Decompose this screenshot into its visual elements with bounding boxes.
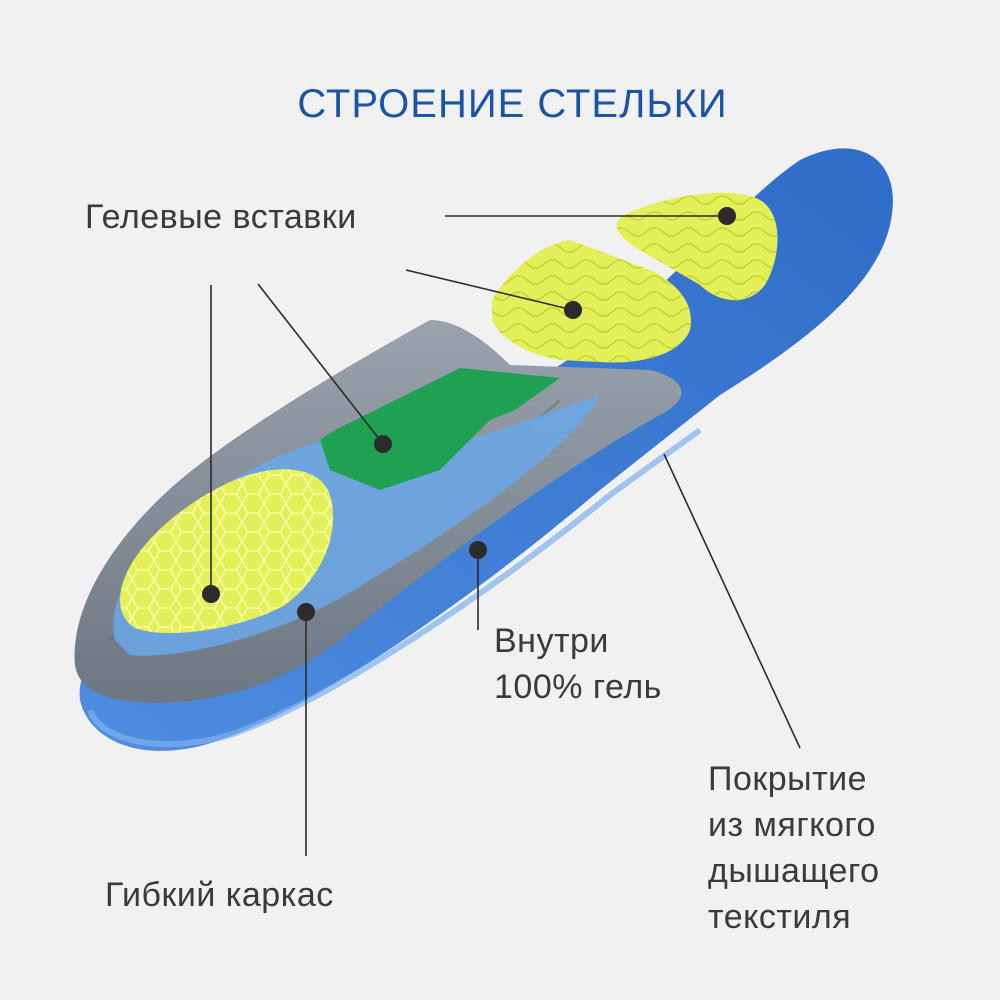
leader-line-metatarsal [405,269,574,311]
label-inside-gel: Внутри 100% гель [494,618,662,710]
label-inside-gel-line-1: Внутри [494,622,609,660]
arch-gel-insert [320,368,560,490]
marker-frame [297,603,315,621]
marker-forefoot [718,207,736,225]
label-inside-gel-line-2: 100% гель [494,668,662,706]
label-flexible-frame: Гибкий каркас [105,876,334,914]
label-cover-line-1: Покрытие [708,760,868,798]
diagram-title: СТРОЕНИЕ СТЕЛЬКИ [297,82,728,126]
label-cover-line-4: текстиля [708,898,852,936]
marker-inside [469,541,487,559]
marker-metatarsal [564,301,582,319]
marker-arch [374,435,392,453]
label-cover-line-2: из мягкого [708,806,876,844]
marker-heel [202,585,220,603]
label-cover: Покрытие из мягкого дышащего текстиля [708,756,880,940]
label-cover-line-3: дышащего [708,852,880,890]
leader-line-arch [257,283,384,445]
label-gel-inserts: Гелевые вставки [85,198,357,236]
leader-line-cover [663,453,801,749]
